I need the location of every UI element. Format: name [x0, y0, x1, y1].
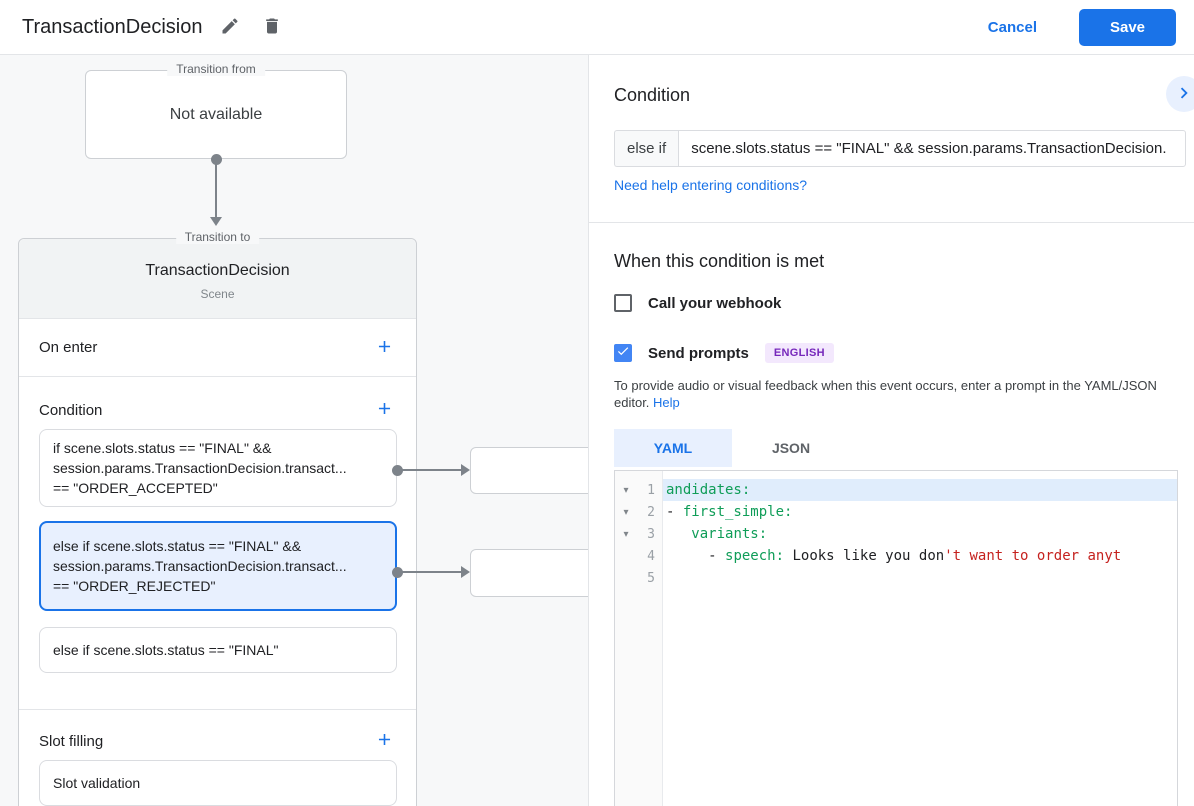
flow-canvas: Transition from Not available Transition…	[0, 55, 588, 806]
checkmark-icon	[616, 344, 630, 363]
condition-detail-panel: Condition else if Need help entering con…	[588, 55, 1194, 806]
editor-line: 5	[615, 567, 1177, 589]
tab-yaml[interactable]: YAML	[614, 429, 732, 467]
condition-title: Condition	[39, 401, 103, 419]
condition-section: Condition if scene.slots.status == "FINA…	[19, 391, 416, 710]
scene-name: TransactionDecision	[145, 262, 290, 279]
condition-line: session.params.TransactionDecision.trans…	[53, 558, 347, 574]
arrow-right-icon	[461, 566, 470, 578]
editor-line: ▾ 3 variants:	[615, 523, 1177, 545]
code-line[interactable]: andidates:	[663, 479, 1177, 501]
webhook-checkbox[interactable]	[614, 294, 632, 312]
edit-scene-button[interactable]	[216, 12, 244, 43]
send-prompts-label: Send prompts	[648, 344, 749, 362]
add-on-enter-button[interactable]	[373, 335, 396, 361]
prompt-description-text: To provide audio or visual feedback when…	[614, 378, 1157, 410]
delete-scene-button[interactable]	[258, 12, 286, 43]
webhook-label: Call your webhook	[648, 294, 782, 312]
language-badge: ENGLISH	[764, 343, 834, 363]
when-condition-met-title: When this condition is met	[614, 251, 825, 271]
condition-line: else if scene.slots.status == "FINAL"	[53, 642, 279, 658]
condition-line: if scene.slots.status == "FINAL" &&	[53, 440, 272, 456]
transition-target-box[interactable]	[470, 549, 588, 597]
prompt-description: To provide audio or visual feedback when…	[614, 377, 1179, 411]
condition-line: == "ORDER_REJECTED"	[53, 578, 216, 594]
editor-line: 4 - speech: Looks like you don't want to…	[615, 545, 1177, 567]
plus-icon	[375, 730, 394, 752]
panel-title: Condition	[614, 85, 691, 105]
connector-dot	[392, 567, 403, 578]
call-webhook-row[interactable]: Call your webhook	[614, 294, 781, 312]
add-condition-button[interactable]	[373, 397, 396, 423]
scene-card-header[interactable]: TransactionDecision Scene	[19, 239, 416, 319]
editor-lines: ▾ 1 andidates: ▾ 2 - first_simple: ▾ 3 variants…	[615, 471, 1177, 589]
condition-prefix-label: else if	[614, 130, 679, 167]
tab-json[interactable]: JSON	[732, 429, 850, 467]
pencil-icon	[220, 16, 240, 39]
yaml-code-editor[interactable]: ▾ 1 andidates: ▾ 2 - first_simple: ▾ 3 variants…	[614, 470, 1178, 806]
on-enter-section: On enter	[19, 319, 416, 377]
code-line[interactable]: variants:	[691, 526, 768, 542]
panel-divider	[589, 222, 1194, 223]
condition-expression-group: else if	[614, 130, 1186, 167]
line-number: 4	[647, 548, 655, 564]
transition-from-content: Not available	[169, 105, 263, 123]
add-slot-button[interactable]	[373, 728, 396, 754]
line-number: 5	[647, 570, 655, 586]
scene-type: Scene	[200, 287, 235, 301]
line-number: 2	[647, 504, 655, 520]
connector-line	[215, 159, 217, 217]
plus-icon	[375, 337, 394, 359]
condition-line: session.params.TransactionDecision.trans…	[53, 460, 347, 476]
editor-tabs: YAML JSON	[614, 429, 850, 467]
on-enter-title: On enter	[39, 339, 98, 356]
fold-arrow-icon[interactable]: ▾	[623, 506, 629, 518]
arrow-right-icon	[461, 464, 470, 476]
connector-line	[401, 571, 462, 573]
collapse-panel-button[interactable]	[1166, 76, 1194, 112]
connector-dot	[211, 154, 222, 165]
slot-filling-title: Slot filling	[39, 732, 104, 750]
page-title: TransactionDecision	[22, 15, 203, 38]
condition-card-rejected-selected[interactable]: else if scene.slots.status == "FINAL" &&…	[39, 521, 397, 611]
top-bar: TransactionDecision Cancel Save	[0, 0, 1194, 55]
conditions-help-link[interactable]: Need help entering conditions?	[614, 177, 808, 193]
slot-validation-card[interactable]: Slot validation	[39, 760, 397, 806]
cancel-button[interactable]: Cancel	[987, 18, 1037, 36]
condition-line: == "ORDER_ACCEPTED"	[53, 480, 218, 496]
scene-card: Transition to TransactionDecision Scene …	[18, 230, 417, 806]
transition-target-box[interactable]	[470, 447, 588, 494]
condition-expression-input[interactable]	[678, 130, 1186, 167]
connector-dot	[392, 465, 403, 476]
code-line[interactable]: - speech: Looks like you don't want to o…	[666, 548, 1122, 564]
arrow-down-icon	[210, 217, 222, 226]
editor-line: ▾ 2 - first_simple:	[615, 501, 1177, 523]
chevron-right-icon	[1173, 82, 1194, 107]
editor-line: ▾ 1 andidates:	[615, 479, 1177, 501]
condition-card-final[interactable]: else if scene.slots.status == "FINAL"	[39, 627, 397, 673]
code-line[interactable]: - first_simple:	[666, 504, 793, 520]
send-prompts-row[interactable]: Send prompts ENGLISH	[614, 343, 834, 363]
line-number: 1	[647, 482, 655, 498]
slot-filling-section: Slot filling Slot validation	[19, 722, 416, 806]
transition-to-label: Transition to	[175, 230, 260, 244]
trash-icon	[262, 16, 282, 39]
code-line[interactable]	[663, 567, 1177, 589]
save-button[interactable]: Save	[1079, 8, 1176, 46]
connector-line	[401, 469, 462, 471]
transition-from-box: Transition from Not available	[85, 62, 347, 159]
fold-arrow-icon[interactable]: ▾	[623, 484, 629, 496]
condition-line: else if scene.slots.status == "FINAL" &&	[53, 538, 302, 554]
editor-gutter	[615, 471, 663, 806]
line-number: 3	[647, 526, 655, 542]
plus-icon	[375, 399, 394, 421]
help-link[interactable]: Help	[653, 395, 680, 410]
send-prompts-checkbox[interactable]	[614, 344, 632, 362]
condition-card-accepted[interactable]: if scene.slots.status == "FINAL" && sess…	[39, 429, 397, 507]
fold-arrow-icon[interactable]: ▾	[623, 528, 629, 540]
transition-from-label: Transition from	[167, 62, 265, 76]
